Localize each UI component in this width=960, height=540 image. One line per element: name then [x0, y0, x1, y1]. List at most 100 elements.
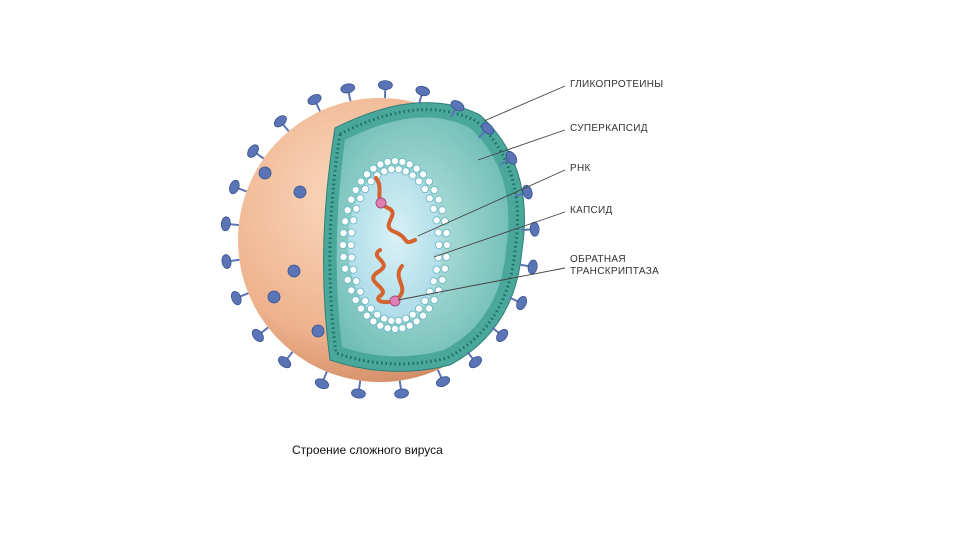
- capsid-bead: [406, 161, 413, 168]
- capsid-bead: [431, 296, 438, 303]
- capsid-bead: [402, 315, 409, 322]
- capsid-bead: [443, 229, 450, 236]
- enzyme-1: [376, 198, 386, 208]
- capsid-bead: [367, 178, 374, 185]
- capsid-bead: [357, 178, 364, 185]
- capsid-bead: [381, 315, 388, 322]
- capsid-bead: [395, 317, 402, 324]
- capsid-bead: [350, 266, 357, 273]
- label-rna: РНК: [570, 163, 591, 175]
- spike-head: [245, 143, 260, 160]
- spike-head: [340, 83, 356, 95]
- capsid-bead: [420, 312, 427, 319]
- capsid-bead: [433, 266, 440, 273]
- label-reverse-transcriptase-line2: ТРАНСКРИПТАЗА: [570, 266, 659, 278]
- capsid-bead: [342, 218, 349, 225]
- capsid-bead: [433, 217, 440, 224]
- surface-spike: [288, 265, 300, 277]
- spike-head: [378, 80, 392, 89]
- capsid-bead: [342, 265, 349, 272]
- capsid-bead: [435, 229, 442, 236]
- capsid-bead: [409, 311, 416, 318]
- capsid-bead: [384, 325, 391, 332]
- spike-head: [229, 290, 243, 306]
- capsid-bead: [367, 305, 374, 312]
- capsid-bead: [357, 305, 364, 312]
- spike-head: [494, 327, 510, 344]
- capsid-bead: [347, 241, 354, 248]
- capsid-bead: [357, 288, 364, 295]
- capsid-bead: [421, 297, 428, 304]
- capsid-bead: [344, 207, 351, 214]
- capsid-bead: [435, 196, 442, 203]
- capsid-bead: [421, 185, 428, 192]
- spike-head: [276, 354, 293, 370]
- capsid-bead: [377, 161, 384, 168]
- capsid-bead: [399, 325, 406, 332]
- capsid-bead: [370, 318, 377, 325]
- capsid-bead: [348, 229, 355, 236]
- capsid-bead: [348, 287, 355, 294]
- capsid-bead: [430, 205, 437, 212]
- capsid-bead: [363, 171, 370, 178]
- spike-head: [221, 216, 231, 231]
- spike-head: [250, 327, 266, 344]
- capsid-bead: [357, 195, 364, 202]
- capsid-bead: [384, 158, 391, 165]
- spike-head: [435, 375, 451, 389]
- capsid-bead: [431, 186, 438, 193]
- surface-spike: [259, 167, 271, 179]
- capsid-bead: [388, 317, 395, 324]
- spike-head: [467, 354, 484, 370]
- capsid-bead: [443, 241, 450, 248]
- spike-head: [228, 179, 241, 195]
- enzyme-2: [390, 296, 400, 306]
- capsid-bead: [377, 322, 384, 329]
- capsid-bead: [362, 297, 369, 304]
- label-supercapsid: СУПЕРКАПСИД: [570, 123, 648, 135]
- capsid-bead: [409, 172, 416, 179]
- label-glycoproteins: ГЛИКОПРОТЕИНЫ: [570, 79, 663, 91]
- capsid-bead: [344, 276, 351, 283]
- capsid-bead: [363, 312, 370, 319]
- capsid-bead: [370, 165, 377, 172]
- capsid-bead: [413, 318, 420, 325]
- spike-head: [527, 259, 538, 274]
- capsid-bead: [430, 278, 437, 285]
- capsid-bead: [352, 296, 359, 303]
- label-capsid: КАПСИД: [570, 205, 613, 217]
- capsid-bead: [426, 195, 433, 202]
- capsid-bead: [391, 157, 398, 164]
- capsid-bead: [420, 171, 427, 178]
- capsid-bead: [391, 325, 398, 332]
- capsid-bead: [406, 322, 413, 329]
- spike-head: [351, 388, 366, 399]
- capsid-bead: [415, 305, 422, 312]
- capsid-bead: [435, 241, 442, 248]
- capsid-bead: [388, 166, 395, 173]
- capsid-bead: [362, 185, 369, 192]
- capsid-bead: [425, 305, 432, 312]
- capsid-bead: [441, 265, 448, 272]
- spike-head: [314, 377, 330, 391]
- capsid-bead: [395, 166, 402, 173]
- capsid-bead: [352, 186, 359, 193]
- surface-spike: [312, 325, 324, 337]
- surface-spike: [268, 291, 280, 303]
- spike-head: [221, 254, 232, 269]
- spike-head: [415, 85, 431, 98]
- spike-head: [394, 388, 409, 399]
- spike-head: [306, 92, 322, 106]
- capsid-bead: [415, 178, 422, 185]
- diagram-caption: Строение сложного вируса: [292, 443, 443, 457]
- capsid-bead: [439, 207, 446, 214]
- label-reverse-transcriptase-line1: ОБРАТНАЯ: [570, 254, 626, 266]
- capsid-bead: [353, 278, 360, 285]
- capsid-bead: [439, 276, 446, 283]
- capsid-bead: [348, 196, 355, 203]
- surface-spike: [294, 186, 306, 198]
- capsid-bead: [399, 158, 406, 165]
- capsid-bead: [340, 253, 347, 260]
- capsid-bead: [350, 217, 357, 224]
